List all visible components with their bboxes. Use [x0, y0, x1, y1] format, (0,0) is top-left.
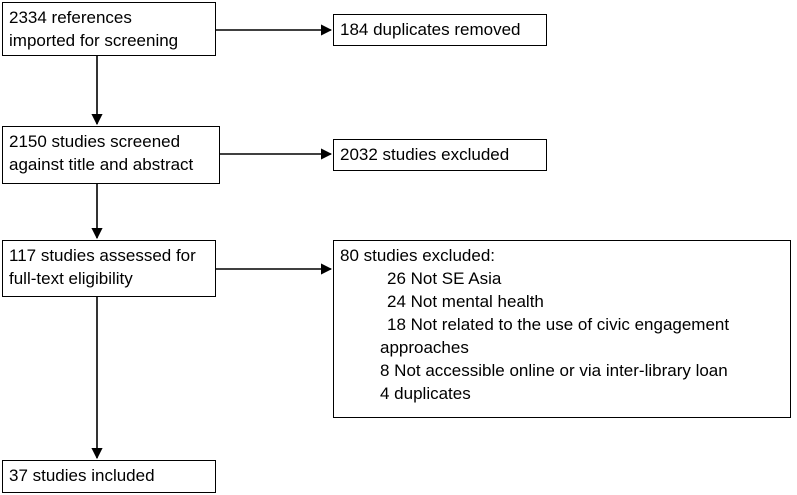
fulltext-excluded-box: 80 studies excluded: 26 Not SE Asia 24 N…: [333, 240, 791, 418]
fulltext-assessed-line-1: 117 studies assessed for: [9, 246, 196, 265]
duplicates-removed-box: 184 duplicates removed: [333, 14, 547, 46]
exclusion-reason-not-se-asia: 26 Not SE Asia: [387, 269, 502, 288]
screening-line-2: against title and abstract: [9, 155, 194, 174]
fulltext-excluded-header: 80 studies excluded:: [340, 246, 495, 265]
references-imported-line-1: 2334 references: [9, 8, 132, 27]
exclusion-reason-duplicates: 4 duplicates: [380, 384, 471, 403]
references-imported-box: 2334 references imported for screening: [2, 2, 216, 56]
screening-line-1: 2150 studies screened: [9, 132, 181, 151]
exclusion-reason-not-civic-engagement: 18 Not related to the use of civic engag…: [387, 315, 730, 334]
exclusion-reason-not-accessible: 8 Not accessible online or via inter-lib…: [380, 361, 728, 380]
duplicates-removed-text: 184 duplicates removed: [340, 20, 521, 39]
screen-excluded-text: 2032 studies excluded: [340, 145, 510, 164]
studies-included-box: 37 studies included: [2, 460, 216, 493]
references-imported-line-2: imported for screening: [9, 31, 179, 50]
exclusion-reason-not-civic-engagement-cont: approaches: [380, 338, 469, 357]
studies-included-text: 37 studies included: [9, 466, 155, 485]
fulltext-assessed-line-2: full-text eligibility: [9, 269, 133, 288]
screen-excluded-box: 2032 studies excluded: [333, 139, 547, 171]
title-abstract-screening-box: 2150 studies screened against title and …: [2, 126, 220, 184]
fulltext-assessed-box: 117 studies assessed for full-text eligi…: [2, 240, 216, 297]
exclusion-reason-not-mental-health: 24 Not mental health: [387, 292, 544, 311]
